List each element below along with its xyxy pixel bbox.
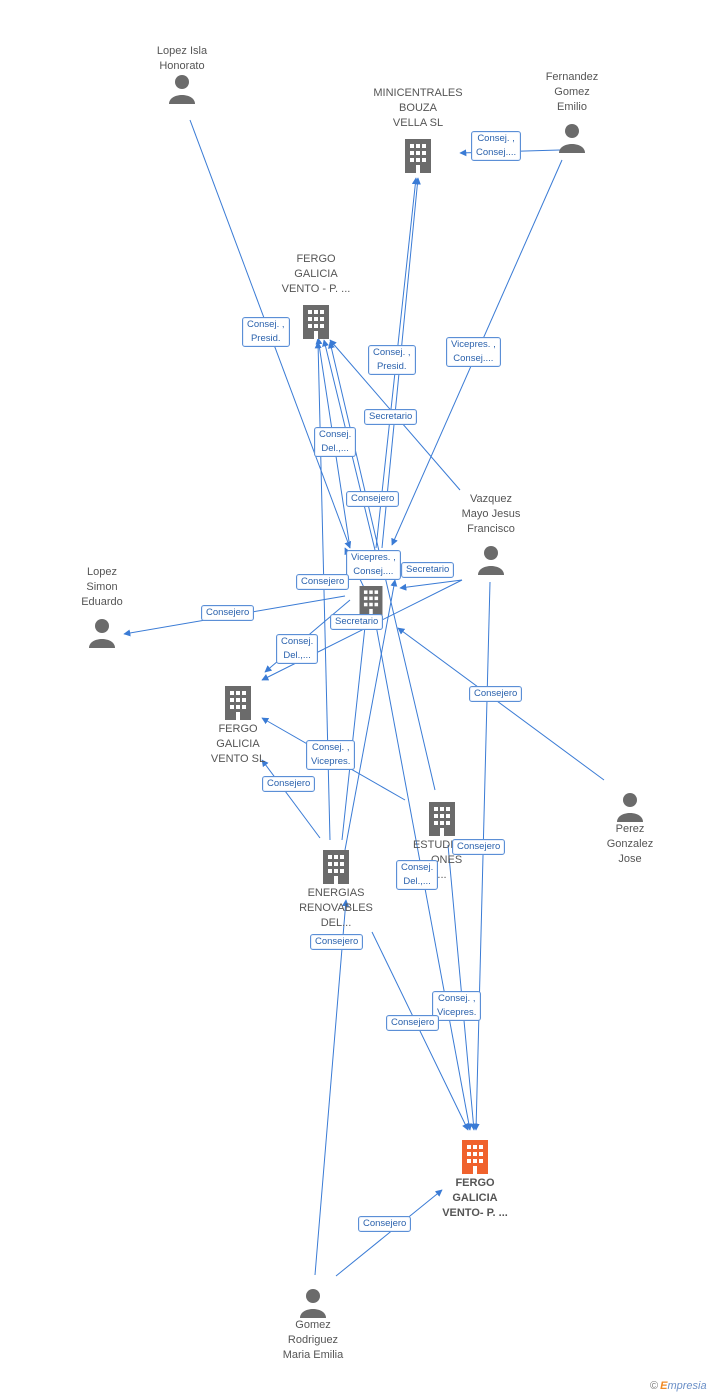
node-label: Perez Gonzalez Jose bbox=[606, 823, 654, 865]
node-gomez-rodriguez-maria-emilia[interactable]: Gomez Rodriguez Maria Emilia bbox=[268, 1288, 358, 1363]
edge-label[interactable]: Consej. , Presid. bbox=[368, 345, 416, 375]
edge-line bbox=[472, 581, 491, 1131]
empresia-logo: ©Empresia bbox=[650, 1380, 707, 1392]
node-lopez-simon-eduardo[interactable]: Lopez Simon Eduardo bbox=[62, 565, 142, 648]
building-icon bbox=[405, 139, 431, 173]
edge-line bbox=[371, 931, 469, 1131]
node-label: Lopez Simon Eduardo bbox=[81, 566, 123, 608]
node-fernandez-gomez-emilio[interactable]: Fernandez Gomez Emilio bbox=[530, 70, 614, 153]
node-label: MINICENTRALES BOUZA VELLA SL bbox=[373, 87, 463, 129]
edge-line bbox=[335, 1189, 443, 1277]
edge-label[interactable]: Consej. Del.,... bbox=[396, 860, 439, 890]
edge-label[interactable]: Consejero bbox=[386, 1015, 440, 1031]
building-icon bbox=[323, 850, 349, 884]
building-icon bbox=[429, 802, 455, 836]
edge-label[interactable]: Consejero bbox=[310, 934, 364, 950]
building-icon bbox=[303, 305, 329, 339]
edge-line bbox=[344, 579, 398, 851]
node-vazquez-mayo-jesus-francisco[interactable]: Vazquez Mayo Jesus Francisco bbox=[448, 492, 534, 575]
person-icon bbox=[89, 619, 115, 648]
edge-label[interactable]: Vicepres. , Consej.... bbox=[446, 337, 501, 367]
node-label: Fernandez Gomez Emilio bbox=[545, 71, 599, 113]
node-label: Gomez Rodriguez Maria Emilia bbox=[282, 1319, 344, 1361]
node-fergo-galicia-vento-sl[interactable]: FERGO GALICIA VENTO SL bbox=[198, 684, 278, 767]
edge-label[interactable]: Consej. , Vicepres. bbox=[306, 740, 356, 770]
edge-line bbox=[399, 579, 463, 591]
building-icon bbox=[462, 1140, 488, 1174]
edge-line bbox=[314, 899, 349, 1276]
node-label: Vazquez Mayo Jesus Francisco bbox=[461, 493, 521, 535]
person-icon bbox=[169, 75, 195, 104]
node-main-fergo-galicia-vento-p[interactable]: FERGO GALICIA VENTO- P. ... bbox=[430, 1138, 520, 1221]
node-fergo-galicia-vento-p[interactable]: FERGO GALICIA VENTO - P. ... bbox=[270, 252, 362, 341]
node-label: FERGO GALICIA VENTO - P. ... bbox=[281, 253, 351, 295]
edge-line bbox=[397, 627, 605, 781]
edges bbox=[123, 119, 605, 1277]
edge-label[interactable]: Consej. Del.,... bbox=[276, 634, 319, 664]
brand-name: mpresia bbox=[667, 1380, 707, 1392]
edge-label[interactable]: Secretario bbox=[330, 614, 384, 630]
edge-label[interactable]: Consejero bbox=[346, 491, 400, 507]
edge-label[interactable]: Consejero bbox=[201, 605, 255, 621]
edge-label[interactable]: Secretario bbox=[364, 409, 418, 425]
node-label: FERGO GALICIA VENTO SL bbox=[210, 723, 266, 765]
edge-label[interactable]: Consejero bbox=[358, 1216, 412, 1232]
edge-label[interactable]: Consejero bbox=[262, 776, 316, 792]
node-lopez-isla-honorato[interactable]: Lopez Isla Honorato bbox=[140, 44, 224, 104]
edge-label[interactable]: Consejero bbox=[469, 686, 523, 702]
node-label: FERGO GALICIA VENTO- P. ... bbox=[442, 1177, 508, 1219]
person-icon bbox=[478, 546, 504, 575]
edge-line bbox=[341, 607, 370, 841]
node-hub-company[interactable] bbox=[354, 584, 388, 618]
node-label: ENERGIAS RENOVABLES DEL... bbox=[299, 887, 373, 929]
edge-line bbox=[261, 759, 321, 839]
person-icon bbox=[617, 793, 643, 822]
node-label: Lopez Isla Honorato bbox=[156, 45, 208, 72]
edge-label[interactable]: Consej. , Presid. bbox=[242, 317, 290, 347]
person-icon bbox=[300, 1289, 326, 1318]
edge-label[interactable]: Vicepres. , Consej.... bbox=[346, 550, 401, 580]
edge-label[interactable]: Consejero bbox=[296, 574, 350, 590]
node-perez-gonzalez-jose[interactable]: Perez Gonzalez Jose bbox=[592, 792, 668, 867]
building-icon bbox=[359, 586, 383, 616]
edge-label[interactable]: Consej. , Consej.... bbox=[471, 131, 522, 161]
edge-label[interactable]: Consej. Del.,... bbox=[314, 427, 357, 457]
copyright-symbol: © bbox=[650, 1380, 659, 1392]
building-icon bbox=[225, 686, 251, 720]
person-icon bbox=[559, 124, 585, 153]
edge-label[interactable]: Consej. , Vicepres. bbox=[432, 991, 482, 1021]
node-minicentrales-bouza-vella[interactable]: MINICENTRALES BOUZA VELLA SL bbox=[368, 86, 468, 175]
edge-line bbox=[447, 844, 477, 1131]
brand-initial: E bbox=[660, 1380, 668, 1392]
node-energias-renovables[interactable]: ENERGIAS RENOVABLES DEL... bbox=[294, 848, 378, 931]
edge-label[interactable]: Secretario bbox=[401, 562, 455, 578]
edge-label[interactable]: Consejero bbox=[452, 839, 506, 855]
